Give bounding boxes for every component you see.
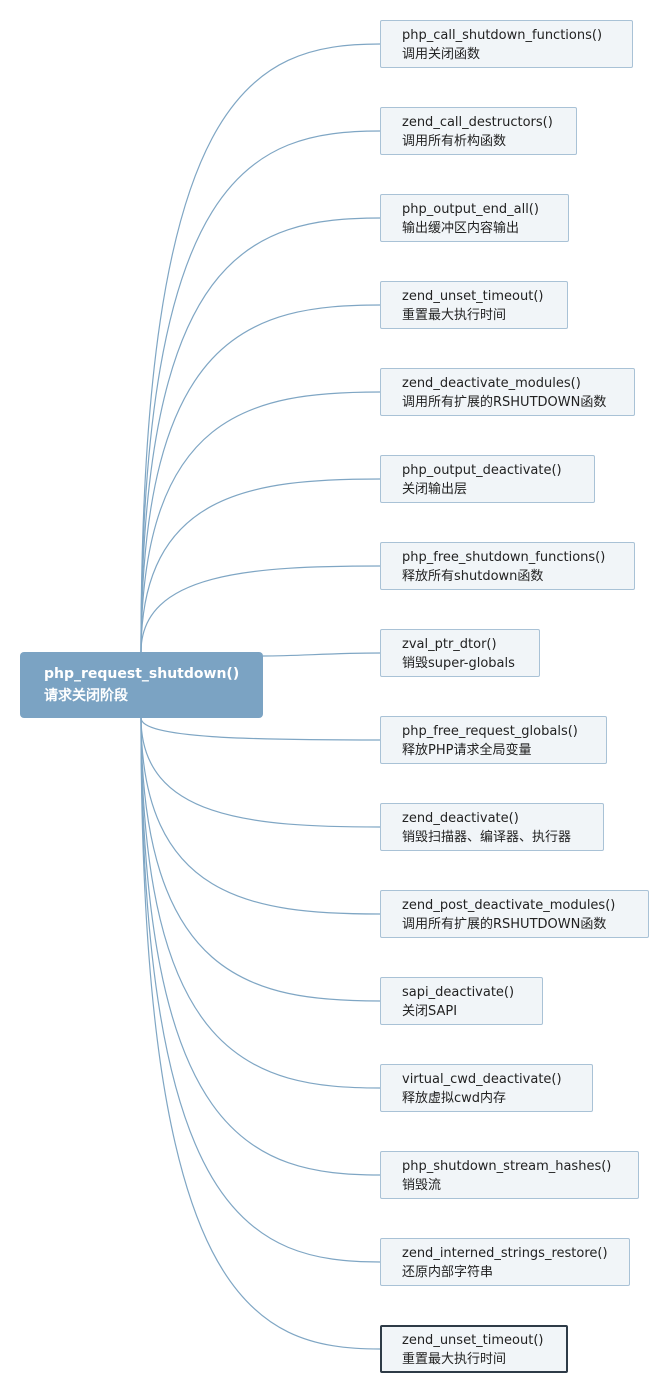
child-node-subtitle: 调用所有扩展的RSHUTDOWN函数 <box>402 395 607 410</box>
child-node-title: zend_unset_timeout() <box>402 1333 544 1348</box>
child-node-subtitle: 释放PHP请求全局变量 <box>402 743 532 758</box>
child-node-title: php_call_shutdown_functions() <box>402 28 603 43</box>
child-node-subtitle: 关闭SAPI <box>402 1004 458 1019</box>
child-node-13[interactable]: virtual_cwd_deactivate() 释放虚拟cwd内存 <box>380 1064 593 1112</box>
connector-12 <box>140 717 381 1002</box>
child-node-title: php_output_deactivate() <box>402 463 562 478</box>
root-node[interactable]: php_request_shutdown() 请求关闭阶段 <box>20 652 263 718</box>
root-node-title: php_request_shutdown() <box>44 666 240 682</box>
child-node-10[interactable]: zend_deactivate() 销毁扫描器、编译器、执行器 <box>380 803 604 851</box>
child-node-subtitle: 调用所有扩展的RSHUTDOWN函数 <box>402 917 607 932</box>
connector-16 <box>140 717 381 1350</box>
child-node-title: sapi_deactivate() <box>402 985 515 1000</box>
connector-8 <box>262 652 381 657</box>
child-node-5[interactable]: zend_deactivate_modules() 调用所有扩展的RSHUTDOW… <box>380 368 635 416</box>
child-node-title: zend_deactivate_modules() <box>402 376 581 391</box>
connector-4 <box>140 304 381 653</box>
child-node-subtitle: 重置最大执行时间 <box>402 1352 507 1367</box>
child-node-title: zend_interned_strings_restore() <box>402 1246 608 1261</box>
child-node-12[interactable]: sapi_deactivate() 关闭SAPI <box>380 977 543 1025</box>
child-node-2[interactable]: zend_call_destructors() 调用所有析构函数 <box>380 107 577 155</box>
child-node-subtitle: 销毁super-globals <box>402 656 515 671</box>
connector-6 <box>140 478 381 653</box>
child-node-title: zend_post_deactivate_modules() <box>402 898 616 913</box>
root-node-subtitle: 请求关闭阶段 <box>44 688 128 704</box>
child-node-subtitle: 销毁扫描器、编译器、执行器 <box>402 830 572 845</box>
child-node-11[interactable]: zend_post_deactivate_modules() 调用所有扩展的RSH… <box>380 890 649 938</box>
child-node-title: php_shutdown_stream_hashes() <box>402 1159 612 1174</box>
child-node-title: zval_ptr_dtor() <box>402 637 497 652</box>
child-node-subtitle: 调用所有析构函数 <box>402 134 507 149</box>
connector-14 <box>140 717 381 1176</box>
child-node-title: php_free_shutdown_functions() <box>402 550 606 565</box>
child-node-subtitle: 输出缓冲区内容输出 <box>402 221 520 236</box>
child-node-title: zend_call_destructors() <box>402 115 553 130</box>
connector-10 <box>140 717 381 828</box>
child-node-3[interactable]: php_output_end_all() 输出缓冲区内容输出 <box>380 194 569 242</box>
child-node-8[interactable]: zval_ptr_dtor() 销毁super-globals <box>380 629 540 677</box>
connector-2 <box>140 130 381 653</box>
connector-9 <box>140 717 381 741</box>
child-node-subtitle: 重置最大执行时间 <box>402 308 507 323</box>
connector-1 <box>140 43 381 653</box>
child-node-16[interactable]: zend_unset_timeout() 重置最大执行时间 <box>380 1325 568 1373</box>
child-node-9[interactable]: php_free_request_globals() 释放PHP请求全局变量 <box>380 716 607 764</box>
connector-7 <box>140 565 381 653</box>
child-node-title: zend_unset_timeout() <box>402 289 544 304</box>
child-node-title: php_output_end_all() <box>402 202 539 217</box>
child-node-subtitle: 调用关闭函数 <box>402 47 481 62</box>
connector-13 <box>140 717 381 1089</box>
child-node-title: php_free_request_globals() <box>402 724 578 739</box>
child-node-14[interactable]: php_shutdown_stream_hashes() 销毁流 <box>380 1151 639 1199</box>
child-node-title: zend_deactivate() <box>402 811 519 826</box>
child-node-subtitle: 释放虚拟cwd内存 <box>402 1091 507 1106</box>
connector-3 <box>140 217 381 653</box>
child-node-subtitle: 关闭输出层 <box>402 482 468 497</box>
child-node-7[interactable]: php_free_shutdown_functions() 释放所有shutdow… <box>380 542 635 590</box>
child-node-subtitle: 还原内部字符串 <box>402 1265 494 1280</box>
child-node-6[interactable]: php_output_deactivate() 关闭输出层 <box>380 455 595 503</box>
connector-11 <box>140 717 381 915</box>
child-node-title: virtual_cwd_deactivate() <box>402 1072 562 1087</box>
child-node-subtitle: 释放所有shutdown函数 <box>402 569 544 584</box>
child-node-15[interactable]: zend_interned_strings_restore() 还原内部字符串 <box>380 1238 630 1286</box>
child-node-4[interactable]: zend_unset_timeout() 重置最大执行时间 <box>380 281 568 329</box>
child-node-1[interactable]: php_call_shutdown_functions() 调用关闭函数 <box>380 20 633 68</box>
connector-15 <box>140 717 381 1263</box>
child-node-subtitle: 销毁流 <box>402 1178 442 1193</box>
connector-5 <box>140 391 381 653</box>
